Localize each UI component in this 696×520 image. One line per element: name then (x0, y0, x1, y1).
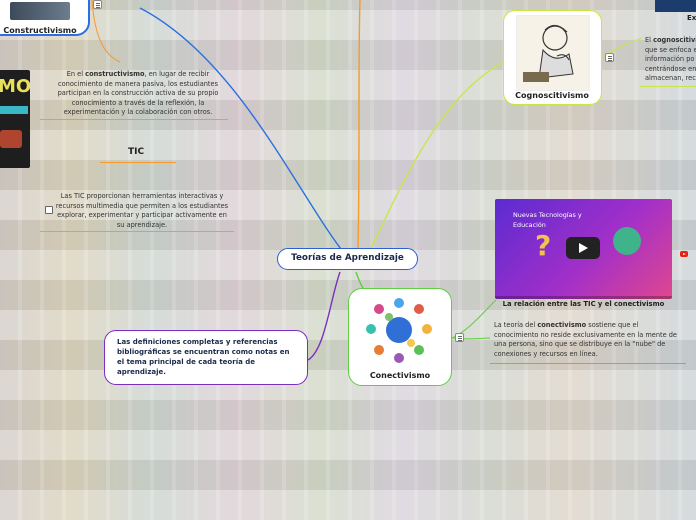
brain-network-icon (366, 298, 432, 363)
conectivismo-note-underline (490, 363, 686, 364)
conectivismo-label: Conectivismo (369, 371, 431, 380)
conectivismo-image (361, 293, 437, 367)
link-definiciones (307, 271, 341, 361)
central-topic[interactable]: Teorías de Aprendizaje (277, 248, 418, 270)
notes-icon[interactable] (455, 333, 464, 342)
link-constructivismo (139, 7, 349, 259)
video-bottom-bar (495, 296, 672, 299)
tic-note: Las TIC proporcionan herramientas intera… (55, 192, 229, 229)
conectivismo-note: La teoría del conectivismo sostiene que … (494, 321, 677, 358)
constructivismo-note: En el constructivismo, en lugar de recib… (57, 70, 219, 117)
constructivismo-note-underline (40, 119, 228, 120)
question-mark-shape: ? (535, 229, 552, 262)
video-caption: La relación entre las TIC y el conectivi… (502, 300, 665, 308)
globe-shape (613, 227, 641, 255)
youtube-icon[interactable] (680, 251, 688, 257)
play-icon (579, 243, 588, 253)
poster-title: MO (0, 76, 30, 97)
video-title-line1: Nuevas Tecnologías y (513, 211, 582, 219)
tic-note-underline (40, 231, 234, 232)
video-title-line2: Educación (513, 221, 546, 229)
top-right-image (655, 0, 696, 12)
topic-cognoscitivismo[interactable]: Cognoscitivismo (503, 10, 602, 105)
tic-label: TIC (128, 147, 145, 157)
top-right-label: Ex (687, 14, 696, 22)
constructivismo-image (10, 2, 70, 20)
checkbox-icon[interactable] (45, 206, 53, 214)
cognoscitivismo-image (516, 15, 590, 91)
thinker-sketch-icon (523, 24, 574, 82)
tic-underline (100, 162, 176, 163)
notes-icon[interactable] (93, 0, 102, 9)
cognoscitivismo-note-underline (640, 86, 696, 87)
cognoscitivismo-note: El cognoscitivis que se enfoca e informa… (645, 36, 696, 83)
definiciones-text: Las definiciones completas y referencias… (117, 338, 290, 376)
cognoscitivismo-label: Cognoscitivismo (515, 91, 589, 100)
topic-conectivismo[interactable]: Conectivismo (348, 288, 452, 386)
constructivismo-poster: MO (0, 70, 30, 168)
topic-definiciones[interactable]: Las definiciones completas y referencias… (104, 330, 308, 385)
topic-constructivismo[interactable]: Constructivismo (0, 0, 90, 36)
link-top (357, 0, 361, 249)
link-constructivismo-notes (91, 0, 121, 63)
constructivismo-label: Constructivismo (3, 26, 77, 35)
link-cognoscitivismo (369, 57, 513, 251)
link-cognos-note (599, 37, 643, 59)
conectivismo-video[interactable]: Nuevas Tecnologías y Educación ? (495, 199, 672, 299)
play-button[interactable] (566, 237, 600, 259)
central-title: Teorías de Aprendizaje (291, 253, 404, 263)
notes-icon[interactable] (605, 53, 614, 62)
